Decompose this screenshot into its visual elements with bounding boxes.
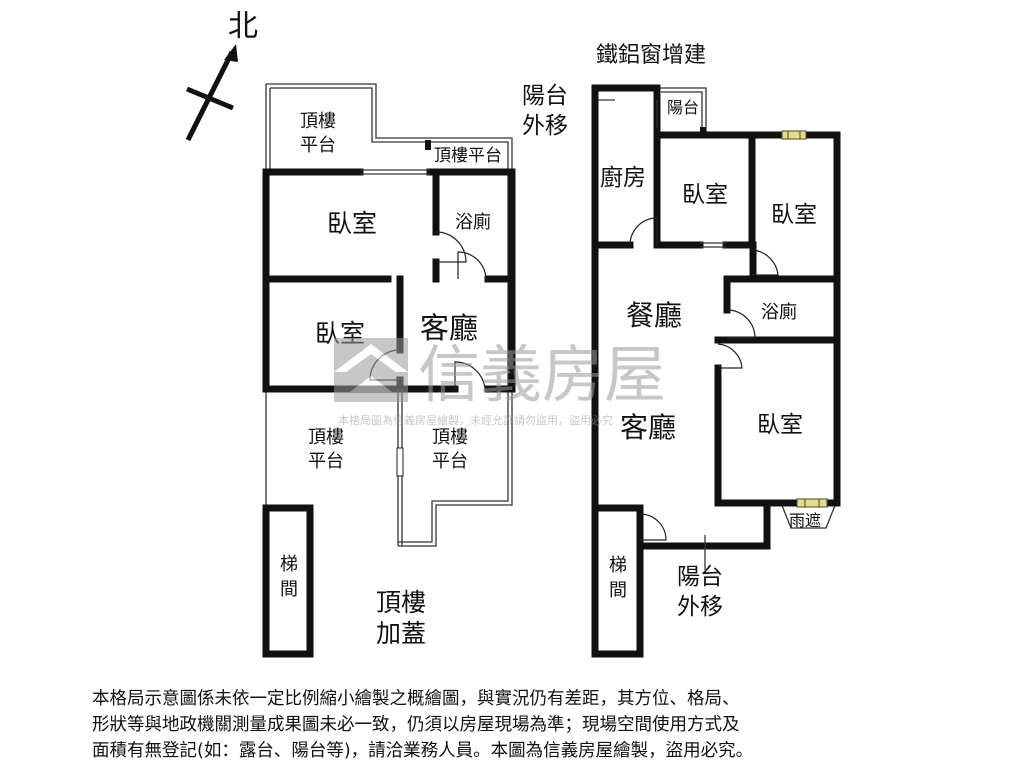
main-bedroom-2: 臥室 [771, 202, 817, 228]
watermark: 信義房屋 本格局圖為信義房屋繪製，未經允許請勿盜用，盜用必究 [334, 338, 666, 427]
roof-platform-nw-line2: 平台 [300, 135, 336, 156]
window-south [796, 498, 828, 508]
roof-platform-se-line2: 平台 [432, 451, 468, 472]
balcony-moved-bottom-line1: 陽台 [677, 564, 723, 590]
main-balcony-outline [657, 87, 707, 135]
balcony-small-label: 陽台 [667, 98, 699, 117]
main-floor-walls [591, 84, 841, 658]
rooftop-bedroom-1: 臥室 [327, 209, 377, 238]
rooftop-stairwell-line1: 梯 [280, 554, 298, 575]
rooftop-stairwell-line2: 間 [280, 579, 298, 600]
roof-platform-nw-line1: 頂樓 [300, 111, 336, 132]
disclaimer-line-2: 形狀等與地政機關測量成果圖未必一致，仍須以房屋現場為準；現場空間使用方式及 [92, 715, 740, 735]
rooftop-bathroom: 浴廁 [455, 211, 491, 233]
watermark-notice: 本格局圖為信義房屋繪製，未經允許請勿盜用，盜用必究 [338, 413, 613, 427]
rooftop-addition-line1: 頂樓 [376, 588, 426, 617]
window-addition-label: 鐵鋁窗增建 [596, 43, 706, 68]
main-living-room: 客廳 [620, 411, 676, 444]
rooftop-walls [262, 168, 516, 658]
balcony-moved-top-line2: 外移 [522, 113, 568, 139]
main-canopy: 雨遮 [789, 511, 821, 530]
watermark-logo-icon [334, 338, 408, 402]
main-kitchen: 廚房 [600, 165, 646, 191]
rooftop-addition-line2: 加蓋 [376, 619, 426, 648]
main-floor-plan: 鐵鋁窗增建 陽台 外移 陽台 廚房 臥室 臥室 餐廳 浴廁 客廳 臥室 雨遮 梯… [522, 43, 841, 658]
window-north [781, 130, 807, 140]
main-stairwell-line2: 間 [609, 580, 627, 601]
main-bathroom: 浴廁 [761, 301, 797, 323]
main-bedroom-1: 臥室 [682, 182, 728, 208]
north-arrow: 北 [185, 9, 258, 142]
disclaimer-line-1: 本格局示意圖係未依一定比例縮小繪製之概繪圖，與實況仍有差距，其方位、格局、 [92, 689, 740, 709]
main-bedroom-3: 臥室 [757, 412, 803, 438]
roof-platform-top: 頂樓平台 [434, 146, 502, 166]
disclaimer: 本格局示意圖係未依一定比例縮小繪製之概繪圖，與實況仍有差距，其方位、格局、 形狀… [92, 686, 952, 764]
roof-platform-sw-line2: 平台 [308, 451, 344, 472]
roof-platform-sw-line1: 頂樓 [308, 427, 344, 448]
north-label: 北 [228, 9, 258, 44]
balcony-moved-bottom-line2: 外移 [677, 594, 723, 620]
main-dining-room: 餐廳 [626, 299, 682, 332]
main-stairwell-line1: 梯 [609, 555, 627, 576]
roof-platform-se-line1: 頂樓 [432, 427, 468, 448]
rooftop-living-room: 客廳 [420, 311, 478, 345]
disclaimer-line-3: 面積有無登記(如：露台、陽台等)，請洽業務人員。本圖為信義房屋繪製，盜用必究。 [92, 741, 754, 761]
watermark-brand: 信義房屋 [418, 338, 666, 411]
balcony-moved-top-line1: 陽台 [522, 83, 568, 109]
